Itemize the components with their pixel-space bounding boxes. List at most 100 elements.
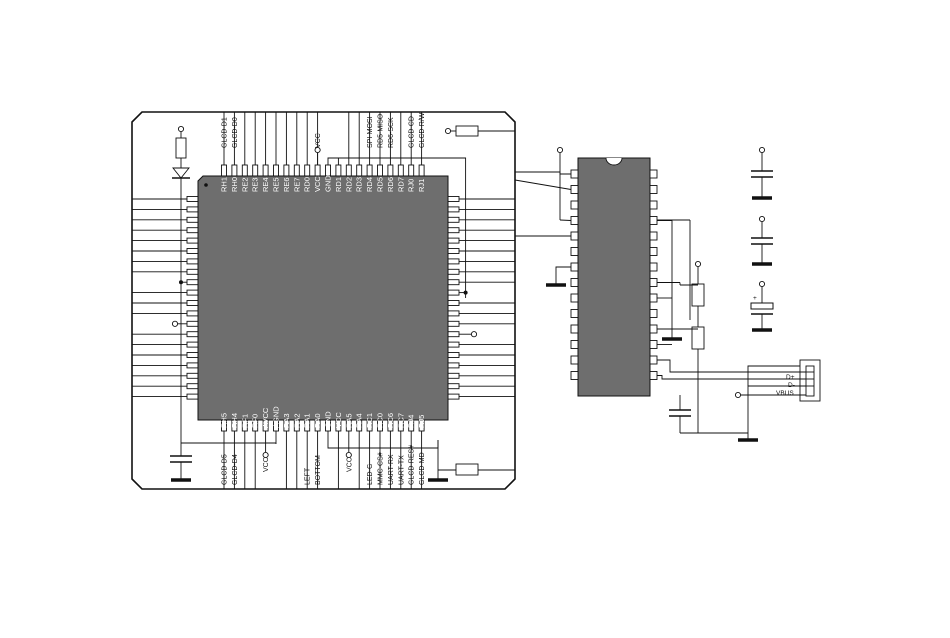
mcu-bottom-pin-label: RH4	[230, 413, 239, 428]
pin-pad	[314, 164, 321, 177]
usb-chip-pin	[649, 216, 658, 225]
bottom-signal-label: GLCD-RES#	[409, 445, 416, 485]
mcu-bottom-pin-label: RH5	[220, 413, 229, 428]
mcu-bottom-pin-label: AGND	[272, 406, 281, 428]
mcu-bottom-pin-label: RJ4	[407, 415, 416, 428]
mcu-chip-body	[197, 175, 449, 421]
mcu-top-pin-label: RD4	[365, 177, 374, 192]
wiring-layer	[132, 112, 515, 489]
capacitor-middle-right	[751, 215, 773, 266]
pin-pad	[186, 362, 199, 369]
right-node	[470, 331, 478, 338]
mcu-bottom-pin-label: RC0	[376, 413, 385, 428]
bottom-signal-label: UART-RX	[388, 454, 395, 485]
pin-pad	[186, 237, 199, 244]
usb-chip-pin	[649, 278, 658, 287]
mcu-bottom-pin-label: RA1	[303, 413, 312, 428]
pin-pad	[273, 164, 279, 177]
mcu-top-pin-label: RE3	[251, 177, 260, 192]
pin-pad	[186, 341, 199, 348]
usb-chip-pin	[570, 324, 579, 334]
pin-pad	[447, 393, 460, 400]
mcu-bottom-pin-label: VCC	[334, 412, 343, 428]
pin-pad	[447, 320, 460, 327]
pin-pad	[356, 164, 363, 177]
led-indicator-circuit	[172, 125, 190, 198]
pin-pad	[335, 164, 342, 177]
capacitor-top-right	[751, 146, 773, 200]
usb-chip-pin	[570, 200, 579, 210]
bottom-signal-label: GLCD-D4	[232, 454, 239, 485]
pin-pad	[447, 196, 460, 202]
resistor-divider	[691, 260, 705, 433]
pin-pad	[231, 164, 238, 177]
pin-pad	[186, 372, 199, 379]
mcu-bottom-pin-label: RA4	[355, 413, 364, 428]
bottom-signal-label: UART-TX	[398, 455, 405, 485]
usb-chip-pin	[570, 371, 579, 380]
top-signal-label: VCC	[315, 133, 322, 148]
polarized-capacitor-right	[750, 280, 774, 332]
pin-pad	[186, 227, 199, 234]
usb-node	[556, 146, 564, 154]
usb-trace	[657, 220, 673, 339]
pin-pad	[447, 300, 460, 306]
usb-chip-pin	[570, 355, 579, 365]
gnd-rail	[327, 157, 467, 298]
usb-connector	[799, 359, 821, 402]
top-signal-label: GLCD-D0	[232, 117, 239, 148]
usb-chip-pin	[570, 185, 579, 194]
mcu-bottom-pin-label: RA0	[313, 413, 322, 428]
usb-chip-pin	[649, 200, 658, 210]
pin-pad	[408, 164, 415, 177]
pin-pad	[325, 164, 331, 177]
pin-pad	[252, 164, 259, 177]
usb-chip-pin	[649, 293, 658, 303]
pin-pad	[186, 248, 199, 254]
mcu-top-pin-label: VCC	[313, 176, 322, 192]
usb-chip-pin	[570, 309, 579, 318]
usb-trace	[559, 219, 572, 221]
mcu-bottom-pin-label: AVCC	[261, 407, 270, 428]
mcu-bottom-pin-label: RF0	[251, 414, 260, 428]
pin-pad	[447, 341, 460, 348]
pin-pad	[221, 164, 227, 177]
mcu-top-pin-label: RD6	[386, 177, 395, 192]
usb-chip-pin	[649, 185, 658, 194]
vcc-node	[314, 146, 321, 154]
pin-pad	[447, 383, 460, 390]
vcc-node	[345, 451, 352, 459]
pin-pad	[186, 258, 199, 265]
mcu-top-pin-label: RE6	[282, 177, 291, 192]
bottom-signal-label: GLCD-D5	[222, 454, 229, 485]
mcu-top-pin-label: RD0	[303, 177, 312, 192]
usb-chip-pin	[570, 247, 579, 256]
mcu-bottom-pin-label: RF1	[240, 414, 249, 428]
junction-dot	[463, 290, 468, 295]
mcu-bottom-pin-label: RC1	[365, 413, 374, 428]
usb-chip-pin	[649, 262, 658, 272]
usb-label-dplus: D+	[786, 374, 795, 381]
capacitor-usb-bottom	[669, 395, 691, 433]
top-signal-label: RD5-MISO	[378, 113, 385, 148]
mcu-top-pin-label: RE7	[292, 177, 301, 192]
mcu-bottom-pin-label: RC6	[386, 413, 395, 428]
pin-pad	[186, 393, 199, 400]
pin-pad	[397, 164, 404, 177]
usb-chip-pin	[570, 169, 579, 179]
mcu-top-pin-label: RJ1	[417, 179, 426, 192]
mcu-bottom-pin-label: GND	[324, 411, 333, 428]
pin-pad	[387, 164, 394, 177]
usb-chip-pin	[649, 231, 658, 241]
pin-pad	[366, 164, 373, 177]
bottom-signal-label: LEFT	[305, 467, 312, 485]
pin-pad	[447, 289, 460, 296]
usb-trace	[515, 171, 571, 175]
mcu-top-pin-label: RH1	[220, 177, 229, 192]
junction-dots	[179, 280, 468, 295]
pin-pad	[447, 331, 460, 338]
pin-pad	[447, 279, 460, 286]
usb-chip-pin	[570, 293, 579, 303]
usb-chip-pin	[649, 340, 658, 349]
